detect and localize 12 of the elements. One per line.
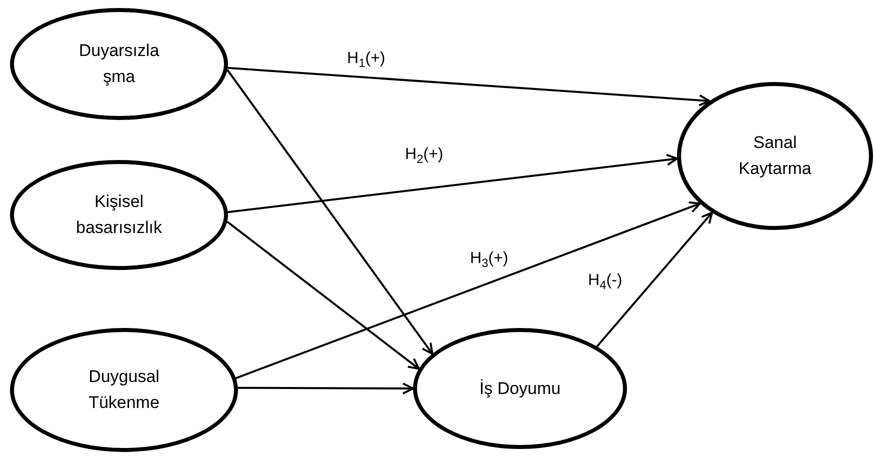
arrow	[596, 212, 713, 348]
arrow	[228, 66, 710, 106]
node-label: Kişisel basarısızlık	[75, 191, 163, 239]
node-label: İş Doyumu	[479, 378, 561, 400]
arrow	[228, 154, 678, 214]
arrow	[238, 382, 414, 394]
node-label: Sanal Kaytarma	[738, 132, 812, 180]
arrow	[226, 220, 420, 370]
arrow	[226, 69, 434, 355]
edge-label: H$_{3}$(+)	[468, 250, 510, 270]
node-label: Duygusal Tükenme	[88, 366, 160, 414]
node-label: Duyarsızla şma	[78, 40, 160, 88]
